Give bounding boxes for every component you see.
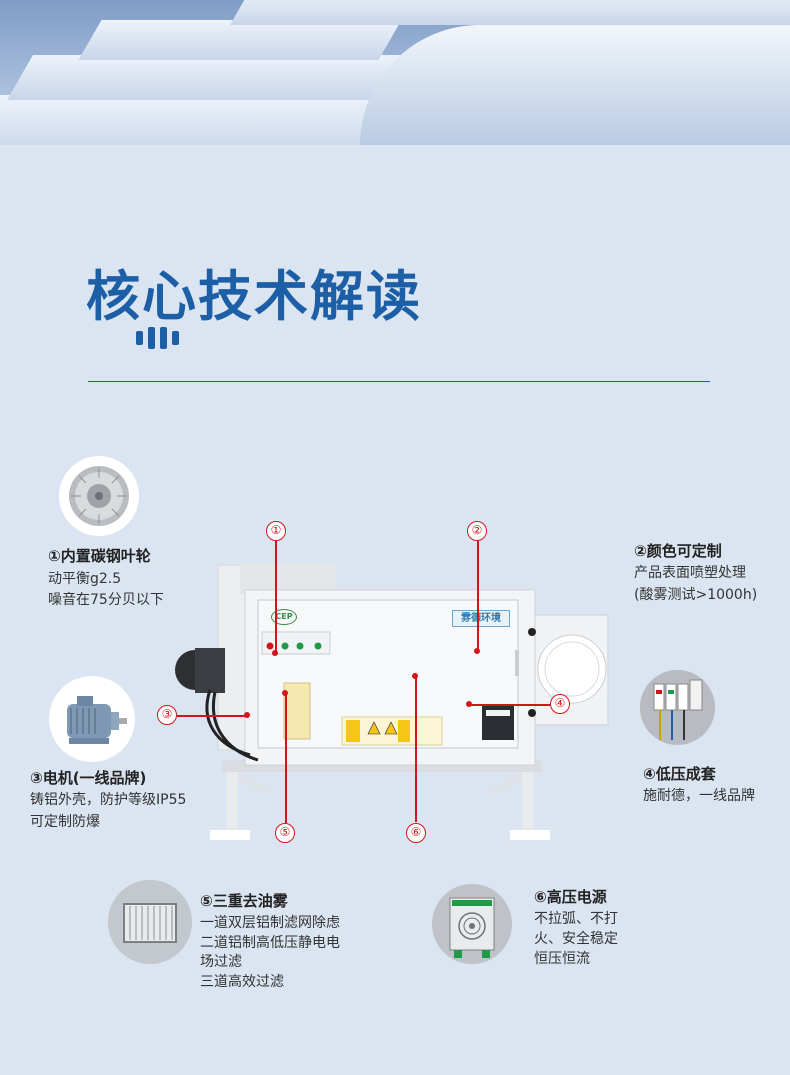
title-divider xyxy=(88,381,710,382)
motor-image xyxy=(49,676,135,762)
feature-4-desc-1: 施耐德，一线品牌 xyxy=(643,788,755,804)
hero-step xyxy=(78,20,402,60)
feature-4-title: ④低压成套 xyxy=(643,765,716,783)
power-supply-image xyxy=(432,884,512,964)
filter-image xyxy=(108,880,192,964)
feature-1-desc-1: 动平衡g2.5 xyxy=(48,571,122,587)
feature-1-title: ①内置碳钢叶轮 xyxy=(48,547,151,565)
feature-6-desc-2: 火、安全稳定 xyxy=(534,931,618,947)
callout-dot-6 xyxy=(412,673,418,679)
feature-3-desc-2: 可定制防爆 xyxy=(30,814,100,830)
marker-6: ⑥ xyxy=(406,823,426,843)
callout-dot-3 xyxy=(244,712,250,718)
brand-logo: 雰德环境 xyxy=(452,610,510,627)
callout-line-2 xyxy=(477,541,479,651)
feature-3-title: ③电机(一线品牌) xyxy=(30,769,147,787)
callout-dot-4 xyxy=(466,701,472,707)
callout-line-3 xyxy=(177,715,247,717)
hero-step xyxy=(229,0,790,25)
marker-1: ① xyxy=(266,521,286,541)
callout-dot-2 xyxy=(474,648,480,654)
marker-4: ④ xyxy=(550,694,570,714)
hero-banner xyxy=(0,0,790,145)
feature-5-desc-2: 二道铝制高低压静电电 xyxy=(200,935,340,951)
feature-6-desc-1: 不拉弧、不打 xyxy=(534,911,618,927)
marker-2: ② xyxy=(467,521,487,541)
callout-line-1 xyxy=(275,541,277,653)
callout-line-6 xyxy=(415,676,417,822)
impeller-image xyxy=(59,456,139,536)
feature-2-title: ②颜色可定制 xyxy=(634,542,722,560)
hero-platform xyxy=(360,25,790,145)
hero-step xyxy=(7,55,413,100)
callout-dot-1 xyxy=(272,650,278,656)
callout-line-4 xyxy=(470,704,550,706)
callout-line-5 xyxy=(285,693,287,823)
feature-1-desc-2: 噪音在75分贝以下 xyxy=(48,592,164,608)
cep-logo: CEP xyxy=(271,609,297,625)
callout-dot-5 xyxy=(282,690,288,696)
feature-5-desc-3: 场过滤 xyxy=(200,954,242,970)
title-bars-icon xyxy=(136,327,179,349)
feature-6-title: ⑥高压电源 xyxy=(534,888,607,906)
marker-3: ③ xyxy=(157,705,177,725)
feature-6-desc-3: 恒压恒流 xyxy=(534,951,590,967)
feature-5-title: ⑤三重去油雾 xyxy=(200,892,288,910)
low-voltage-image xyxy=(640,670,715,745)
marker-5: ⑤ xyxy=(275,823,295,843)
page-title: 核心技术解读 xyxy=(86,265,422,328)
feature-5-desc-4: 三道高效过滤 xyxy=(200,974,284,990)
feature-2-desc-2: (酸雾测试>1000h) xyxy=(634,587,758,603)
feature-2-desc-1: 产品表面喷塑处理 xyxy=(634,565,746,581)
feature-5-desc-1: 一道双层铝制滤网除虑 xyxy=(200,915,340,931)
feature-3-desc-1: 铸铝外壳，防护等级IP55 xyxy=(30,792,187,808)
